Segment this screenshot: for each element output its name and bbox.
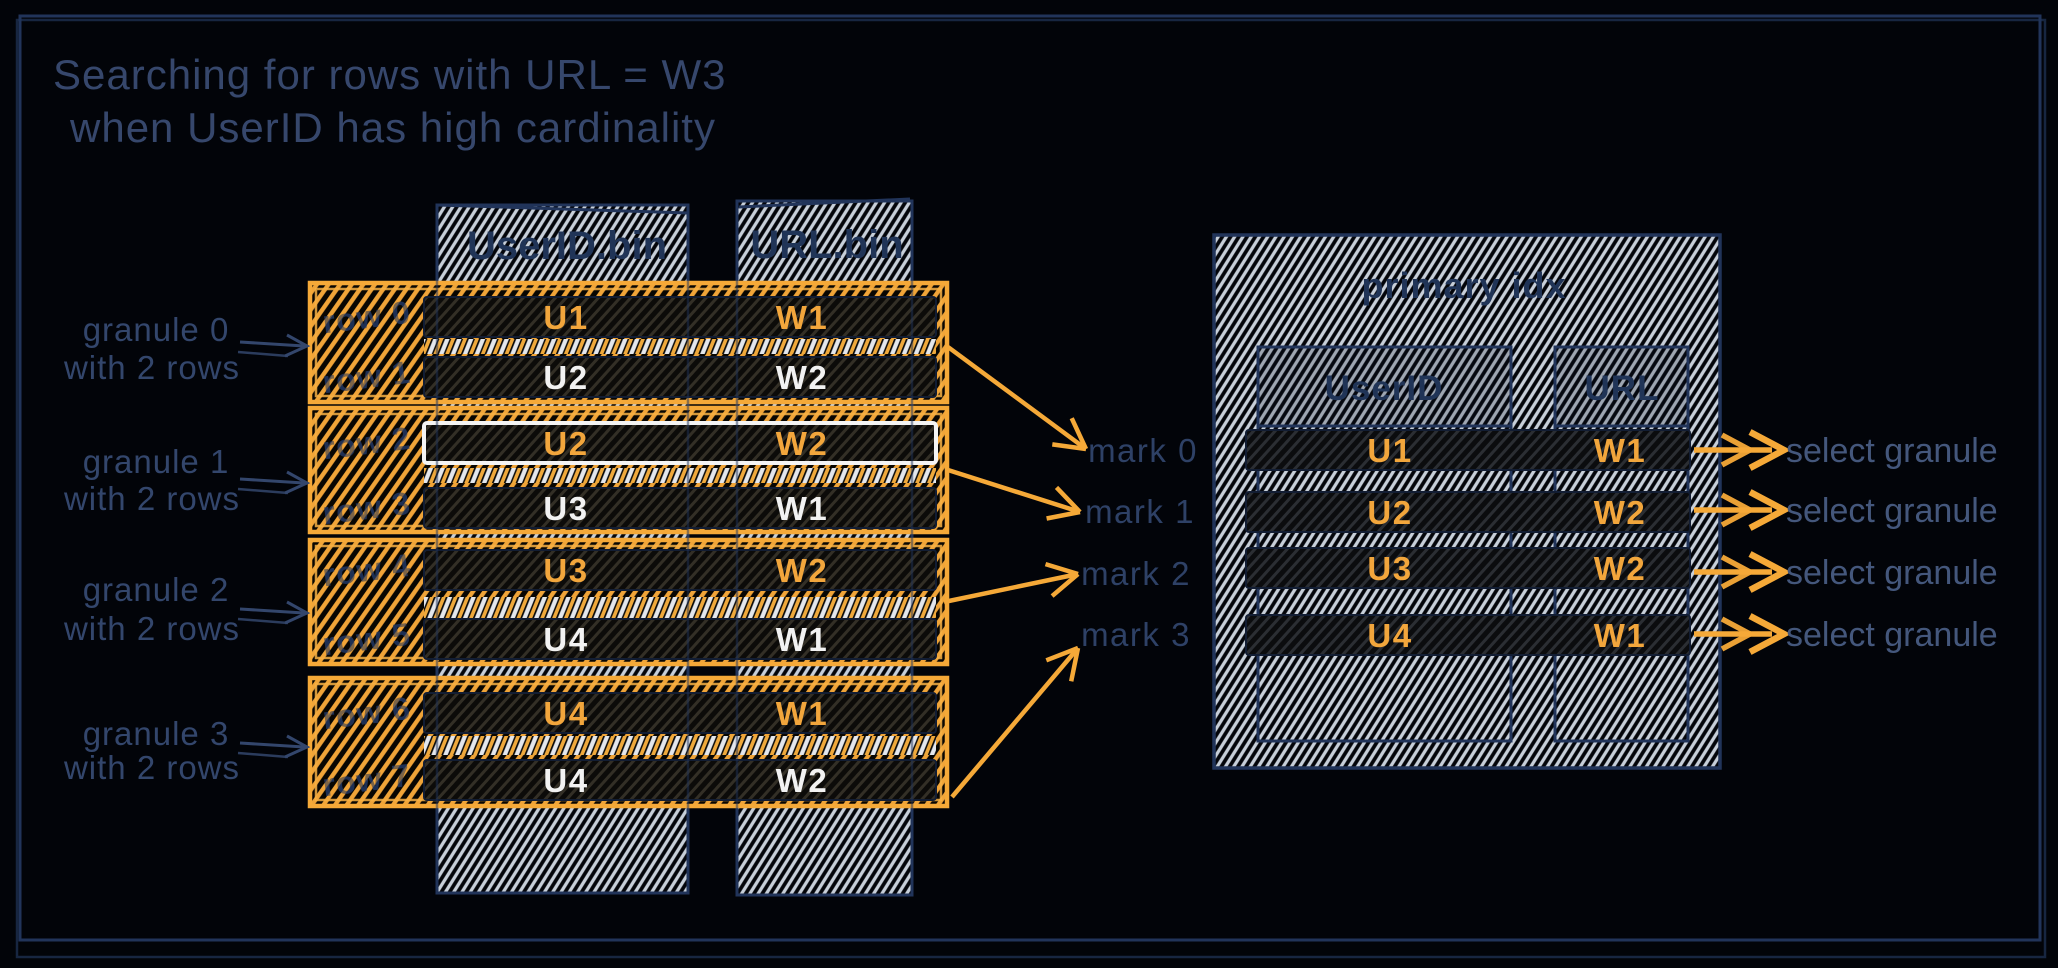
svg-text:URL: URL (1585, 369, 1660, 408)
svg-text:Searching for rows with URL =: Searching for rows with URL = W3 (53, 51, 727, 98)
svg-text:W2: W2 (776, 762, 829, 799)
svg-text:URL.bin: URL.bin (750, 223, 903, 267)
svg-text:U2: U2 (543, 359, 588, 396)
svg-text:mark 2: mark 2 (1081, 555, 1191, 592)
svg-text:UserID.bin: UserID.bin (467, 224, 667, 268)
svg-text:U3: U3 (1367, 550, 1412, 587)
svg-text:with 2 rows: with 2 rows (63, 349, 240, 386)
svg-text:U4: U4 (543, 762, 588, 799)
svg-text:UserID: UserID (1325, 369, 1444, 408)
svg-text:select granule: select granule (1786, 554, 1998, 592)
svg-text:U4: U4 (543, 695, 588, 732)
svg-text:U2: U2 (1367, 494, 1412, 531)
svg-text:U2: U2 (543, 425, 588, 462)
svg-text:W1: W1 (776, 299, 829, 336)
svg-text:W1: W1 (776, 621, 829, 658)
svg-text:W2: W2 (776, 425, 829, 462)
svg-text:W1: W1 (776, 695, 829, 732)
svg-text:select granule: select granule (1786, 616, 1998, 654)
svg-text:W2: W2 (1594, 494, 1647, 531)
svg-text:U1: U1 (543, 299, 588, 336)
svg-text:W2: W2 (776, 552, 829, 589)
svg-text:mark 0: mark 0 (1088, 432, 1198, 469)
svg-text:with 2 rows: with 2 rows (63, 749, 240, 786)
svg-text:U4: U4 (543, 621, 588, 658)
svg-text:mark 3: mark 3 (1081, 616, 1191, 653)
svg-text:with 2 rows: with 2 rows (63, 610, 240, 647)
svg-text:U3: U3 (543, 490, 588, 527)
svg-text:W1: W1 (776, 490, 829, 527)
svg-text:granule 3: granule 3 (83, 715, 230, 752)
svg-text:granule 1: granule 1 (83, 443, 230, 480)
svg-text:when UserID has high cardinali: when UserID has high cardinality (69, 104, 716, 151)
svg-text:primary idx: primary idx (1361, 265, 1566, 306)
svg-text:select granule: select granule (1786, 432, 1998, 470)
svg-text:W2: W2 (1594, 550, 1647, 587)
svg-text:U4: U4 (1367, 617, 1412, 654)
svg-text:select granule: select granule (1786, 492, 1998, 530)
svg-text:U1: U1 (1367, 432, 1412, 469)
svg-text:granule 0: granule 0 (83, 311, 230, 348)
svg-text:U3: U3 (543, 552, 588, 589)
svg-text:W1: W1 (1594, 432, 1647, 469)
svg-text:granule 2: granule 2 (83, 571, 230, 608)
svg-text:W1: W1 (1594, 617, 1647, 654)
svg-text:W2: W2 (776, 359, 829, 396)
svg-text:mark 1: mark 1 (1085, 493, 1195, 530)
svg-text:with 2 rows: with 2 rows (63, 480, 240, 517)
